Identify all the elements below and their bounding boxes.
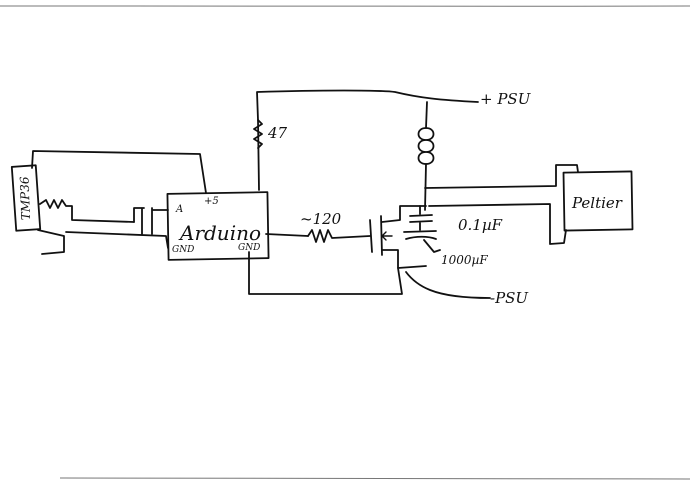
label-sensor: TMP36 [17, 176, 33, 220]
label-negative-psu: -PSU [490, 289, 529, 307]
sensor-tmp36 [10, 164, 42, 232]
resistor-47 [253, 119, 263, 149]
label-arduino-pin-5v: +5 [204, 196, 219, 207]
wire-inductor-feed [425, 101, 428, 129]
label-cap-small: 0.1µF [458, 216, 503, 234]
label-arduino-gnd-left: GND [172, 245, 194, 255]
wire-peltier-bottom [428, 203, 567, 245]
mosfet-arrow [381, 231, 393, 241]
page-edge-top [0, 5, 690, 7]
mosfet-channel [380, 215, 383, 256]
arduino-board [166, 191, 270, 261]
capacitor-small [409, 205, 433, 231]
wire-gate [265, 233, 309, 237]
inductor-coil [417, 127, 435, 165]
label-positive-psu: + PSU [480, 90, 532, 108]
wire-5v [31, 150, 207, 194]
page-edge-bottom [59, 477, 690, 480]
label-arduino-pin-a: A [175, 204, 183, 215]
mosfet-source [381, 249, 399, 269]
label-resistor-47: 47 [267, 124, 288, 142]
wire-positive-rail [256, 89, 479, 191]
mosfet-gate [369, 219, 373, 253]
peltier-module [562, 170, 634, 232]
label-arduino: Arduino [178, 221, 261, 245]
label-arduino-gnd-right: GND [238, 243, 260, 253]
wire-sensor-signal [39, 199, 135, 223]
wire-ground-return [248, 251, 427, 295]
wire-peltier-top [424, 164, 579, 189]
capacitor-large [403, 230, 441, 253]
label-cap-large: 1000µF [441, 253, 488, 267]
wire-to-drain [424, 163, 427, 211]
wire-sensor-gnd [37, 229, 169, 255]
mosfet-drain [381, 205, 427, 223]
capacitor-input [133, 207, 169, 235]
label-peltier: Peltier [571, 194, 623, 212]
resistor-gate [307, 229, 371, 243]
wire-negative-psu [405, 271, 491, 299]
label-resistor-gate: ~120 [300, 210, 342, 228]
